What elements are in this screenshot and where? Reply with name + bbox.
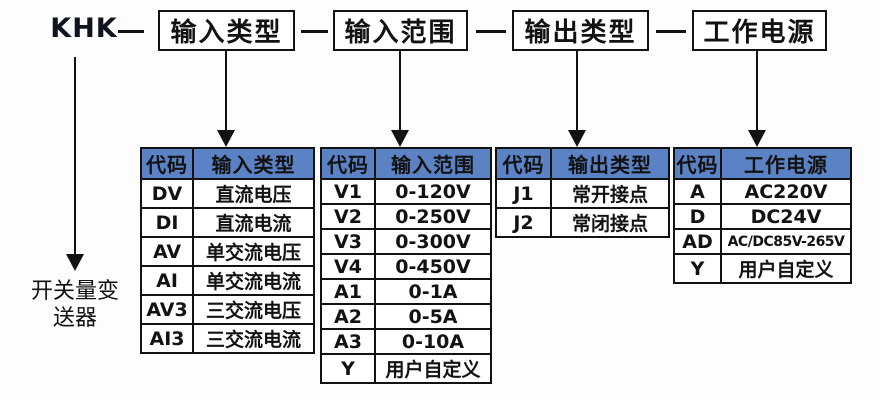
- table-header-row: 代码输出类型: [495, 147, 670, 180]
- connector-line-input-range: [399, 51, 401, 131]
- arrow-down-icon: [66, 254, 84, 271]
- code-cell: AI3: [140, 323, 194, 354]
- value-header: 输入范围: [374, 147, 492, 180]
- value-cell: 用户自定义: [720, 253, 852, 284]
- code-cell: V3: [320, 228, 376, 255]
- code-cell: V2: [320, 203, 376, 230]
- value-cell: 0-10A: [374, 328, 492, 355]
- code-cell: Y: [673, 253, 722, 284]
- code-cell: V4: [320, 253, 376, 280]
- code-cell: V1: [320, 178, 376, 205]
- value-cell: 0-300V: [374, 228, 492, 255]
- connector-line-power-supply: [756, 51, 758, 131]
- value-cell: 0-450V: [374, 253, 492, 280]
- code-header: 代码: [320, 147, 376, 180]
- value-cell: 直流电压: [192, 178, 315, 209]
- value-cell: 0-120V: [374, 178, 492, 205]
- segment-box-input-type: 输入类型: [158, 10, 295, 51]
- code-cell: A1: [320, 278, 376, 305]
- value-cell: 三交流电流: [192, 323, 315, 354]
- value-cell: 用户自定义: [374, 353, 492, 384]
- connector-line-khk: [74, 57, 76, 255]
- model-prefix: KHK: [50, 13, 118, 44]
- code-cell: AD: [673, 228, 722, 255]
- segment-box-power-supply: 工作电源: [692, 10, 827, 51]
- arrow-down-icon: [748, 130, 766, 147]
- value-cell: AC220V: [720, 178, 852, 205]
- value-cell: 直流电流: [192, 207, 315, 238]
- code-cell: DV: [140, 178, 194, 209]
- dash-connector: [118, 30, 144, 33]
- value-cell: 0-250V: [374, 203, 492, 230]
- code-cell: A: [673, 178, 722, 205]
- code-cell: A3: [320, 328, 376, 355]
- table-header-row: 代码输入类型: [140, 147, 315, 180]
- value-cell: 常开接点: [550, 178, 670, 209]
- code-cell: DI: [140, 207, 194, 238]
- code-cell: A2: [320, 303, 376, 330]
- value-cell: AC/DC85V-265V: [720, 228, 852, 255]
- value-cell: DC24V: [720, 203, 852, 230]
- value-header: 输出类型: [550, 147, 670, 180]
- code-cell: Y: [320, 353, 376, 384]
- segment-box-input-range: 输入范围: [333, 10, 468, 51]
- dash-connector: [476, 30, 506, 33]
- connector-line-input-type: [225, 51, 227, 131]
- connector-line-output-type: [576, 51, 578, 131]
- code-header: 代码: [495, 147, 552, 180]
- arrow-down-icon: [568, 130, 586, 147]
- value-cell: 0-1A: [374, 278, 492, 305]
- dash-connector: [301, 30, 328, 33]
- code-cell: AI: [140, 265, 194, 296]
- code-header: 代码: [140, 147, 194, 180]
- value-cell: 单交流电流: [192, 265, 315, 296]
- code-header: 代码: [673, 147, 722, 180]
- arrow-down-icon: [217, 130, 235, 147]
- segment-box-output-type: 输出类型: [512, 10, 649, 51]
- code-cell: J1: [495, 178, 552, 209]
- code-cell: D: [673, 203, 722, 230]
- code-cell: J2: [495, 207, 552, 238]
- value-header: 工作电源: [720, 147, 852, 180]
- table-header-row: 代码输入范围: [320, 147, 492, 180]
- arrow-down-icon: [391, 130, 409, 147]
- value-cell: 单交流电压: [192, 236, 315, 267]
- dash-connector: [656, 30, 686, 33]
- code-cell: AV: [140, 236, 194, 267]
- value-header: 输入类型: [192, 147, 315, 180]
- value-cell: 三交流电压: [192, 294, 315, 325]
- value-cell: 0-5A: [374, 303, 492, 330]
- table-header-row: 代码工作电源: [673, 147, 852, 180]
- product-name-label: 开关量变送器: [30, 279, 119, 331]
- value-cell: 常闭接点: [550, 207, 670, 238]
- code-cell: AV3: [140, 294, 194, 325]
